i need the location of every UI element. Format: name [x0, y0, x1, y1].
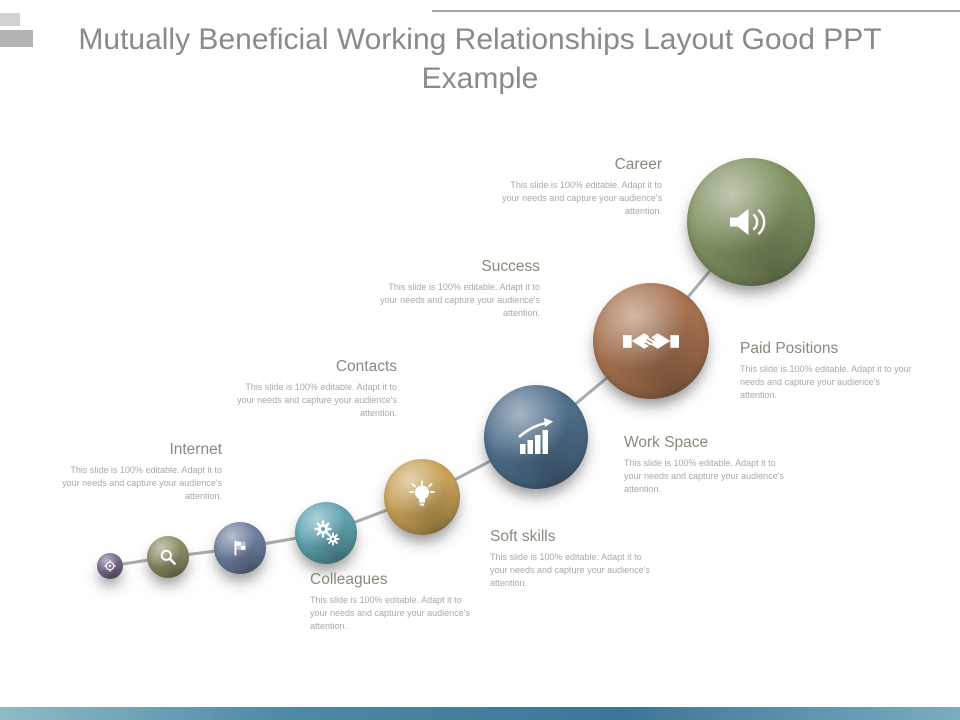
- label-description: This slide is 100% editable. Adapt it to…: [62, 465, 222, 502]
- node-circle-target: [97, 553, 123, 579]
- node-circle-handshake: [593, 283, 709, 399]
- label-description: This slide is 100% editable. Adapt it to…: [237, 382, 397, 419]
- label-title: Paid Positions: [740, 340, 839, 357]
- handshake-icon: [622, 333, 680, 349]
- label-description: This slide is 100% editable. Adapt it to…: [310, 595, 470, 632]
- node-circle-growth: [484, 385, 588, 489]
- label-description: This slide is 100% editable. Adapt it to…: [380, 282, 540, 319]
- lightbulb-icon: [409, 480, 435, 506]
- label-career: Career This slide is 100% editable. Adap…: [492, 156, 662, 218]
- label-work-space: Work Space This slide is 100% editable. …: [624, 434, 789, 496]
- label-internet: Internet This slide is 100% editable. Ad…: [52, 441, 222, 503]
- label-title: Internet: [169, 441, 222, 458]
- label-title: Work Space: [624, 434, 709, 451]
- top-right-rule: [432, 10, 960, 12]
- megaphone-icon: [730, 209, 766, 235]
- label-success: Success This slide is 100% editable. Ada…: [370, 258, 540, 320]
- label-title: Colleagues: [310, 571, 388, 588]
- target-icon: [104, 560, 116, 572]
- label-description: This slide is 100% editable. Adapt it to…: [624, 458, 784, 495]
- label-description: This slide is 100% editable. Adapt it to…: [502, 180, 662, 217]
- label-colleagues: Colleagues This slide is 100% editable. …: [310, 571, 475, 633]
- node-circle-idea: [384, 459, 460, 535]
- label-soft-skills: Soft skills This slide is 100% editable.…: [490, 528, 655, 590]
- bottom-accent-bar: [0, 707, 960, 720]
- corner-accent-light: [0, 13, 20, 26]
- gears-icon: [314, 520, 340, 546]
- growth-chart-icon: [518, 418, 553, 454]
- label-paid-positions: Paid Positions This slide is 100% editab…: [740, 340, 915, 402]
- node-circle-search: [147, 536, 189, 578]
- label-description: This slide is 100% editable. Adapt it to…: [490, 552, 650, 589]
- label-title: Contacts: [335, 358, 397, 375]
- label-description: This slide is 100% editable. Adapt it to…: [740, 364, 912, 401]
- magnifier-icon: [160, 549, 176, 565]
- node-circle-announcement: [687, 158, 815, 286]
- label-contacts: Contacts This slide is 100% editable. Ad…: [227, 358, 397, 420]
- corner-accent-dark: [0, 30, 33, 47]
- label-title: Success: [481, 258, 540, 275]
- flag-icon: [234, 540, 246, 556]
- node-circle-gears: [295, 502, 357, 564]
- label-title: Soft skills: [490, 528, 556, 545]
- node-circle-flag: [214, 522, 266, 574]
- slide-title: Mutually Beneficial Working Relationship…: [78, 23, 882, 95]
- label-title: Career: [614, 156, 662, 173]
